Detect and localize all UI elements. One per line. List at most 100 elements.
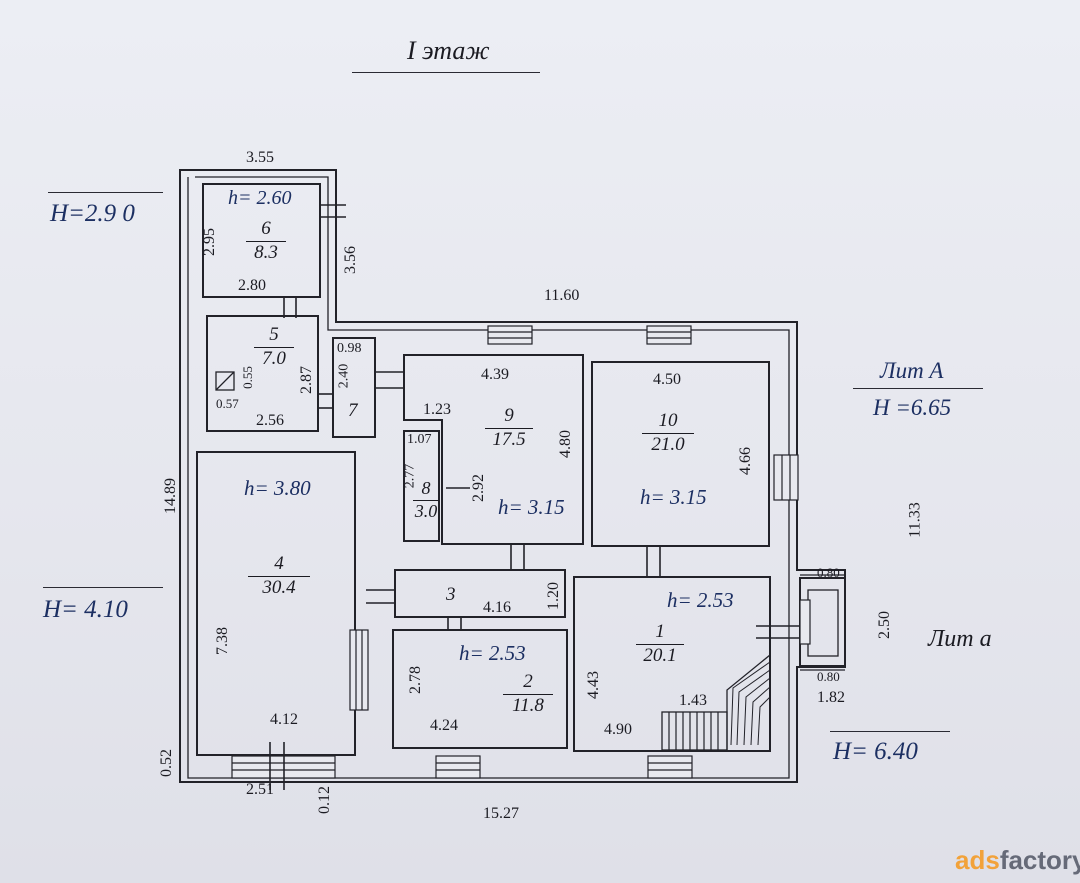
room-6-area: 8.3 (254, 241, 278, 263)
height-top-left: H=2.9 0 (50, 200, 135, 227)
room-4-height: h= 3.80 (244, 476, 311, 500)
dim-11-33: 11.33 (906, 502, 924, 538)
dim-2-92: 2.92 (470, 474, 487, 502)
dim-3-56: 3.56 (342, 246, 359, 274)
room-6-height: h= 2.60 (228, 187, 292, 209)
window-right-4 (349, 629, 369, 711)
dim-0-55: 0.55 (239, 366, 255, 389)
chimney-symbol (215, 371, 235, 391)
room-1-area: 20.1 (643, 644, 677, 666)
room-1-outline (573, 576, 771, 752)
dim-4-66: 4.66 (737, 447, 754, 475)
room-5-number: 5 (254, 324, 294, 348)
inner-wall (187, 176, 790, 779)
dim-2-78: 2.78 (407, 666, 424, 694)
doors (269, 204, 800, 790)
dim-4-12: 4.12 (270, 711, 298, 728)
room-9-area: 17.5 (492, 428, 526, 450)
dim-1-07: 1.07 (407, 432, 432, 447)
room-8-number: 8 (413, 478, 439, 501)
room-5-outline (206, 315, 319, 432)
room-2-number: 2 (503, 671, 553, 695)
floor-title: I этаж (407, 36, 490, 65)
dim-2-50: 2.50 (876, 611, 893, 639)
window-porch-left (799, 599, 811, 645)
watermark-logo: adsfactory (955, 845, 1080, 876)
room-7-outline (332, 337, 376, 438)
dim-4-24: 4.24 (430, 717, 458, 734)
height-bottom-right: H= 6.40 (833, 738, 918, 765)
dim-14-89: 14.89 (162, 478, 179, 514)
room-9-number: 9 (485, 405, 533, 429)
staircase-step-lines (668, 712, 719, 750)
dim-3-55: 3.55 (246, 149, 274, 166)
dim-0-52: 0.52 (158, 749, 175, 777)
liter-a-line (853, 388, 983, 389)
dim-4-90: 4.90 (604, 721, 632, 738)
room-6-number: 6 (246, 218, 286, 242)
dim-1-43: 1.43 (679, 692, 707, 709)
window-right-10 (773, 454, 799, 501)
room-8-outline (403, 430, 440, 542)
room-4-number: 4 (248, 553, 310, 577)
dim-1-82: 1.82 (817, 689, 845, 706)
dim-2-51: 2.51 (246, 781, 274, 798)
watermark-part-2: factory (999, 845, 1080, 875)
room-7-number: 7 (348, 400, 358, 421)
windows (231, 325, 811, 779)
dim-4-50: 4.50 (653, 371, 681, 388)
room-2-height: h= 2.53 (459, 641, 526, 665)
dim-4-80: 4.80 (557, 430, 574, 458)
staircase-winder (726, 654, 771, 750)
window-top-9 (487, 325, 533, 345)
room-4-outline (196, 451, 356, 756)
height-bottom-right-line (830, 731, 950, 732)
room-2-outline (392, 629, 568, 749)
dim-11-60: 11.60 (544, 287, 580, 304)
room-6-outline (202, 183, 321, 298)
dim-0-12: 0.12 (316, 786, 333, 814)
watermark-part-1: ads (955, 845, 1000, 875)
dim-2-77: 2.77 (402, 463, 418, 489)
height-top-left-line (48, 192, 163, 193)
room-3-number: 3 (446, 584, 456, 605)
dim-4-39: 4.39 (481, 366, 509, 383)
dim-2-95: 2.95 (201, 228, 218, 256)
dim-2-87: 2.87 (298, 366, 315, 394)
title-underline (352, 72, 540, 73)
room-1-number: 1 (636, 621, 684, 645)
liter-small-a-label: Лит а (928, 626, 992, 652)
dim-15-27: 15.27 (483, 805, 519, 822)
dim-2-56: 2.56 (256, 412, 284, 429)
staircase (661, 711, 728, 751)
liter-a-label: Лит А (880, 358, 944, 383)
dim-0-80-bottom: 0.80 (817, 669, 840, 684)
dim-0-80-top: 0.80 (817, 565, 840, 580)
dim-2-80: 2.80 (238, 277, 266, 294)
room-10-area: 21.0 (651, 433, 685, 455)
room-8-area: 3.0 (414, 500, 438, 521)
room-10-outline (591, 361, 770, 547)
dim-7-38: 7.38 (214, 627, 231, 655)
room-5-area: 7.0 (262, 347, 286, 369)
dim-1-23: 1.23 (423, 401, 451, 418)
room-10-number: 10 (642, 410, 694, 434)
porch-inner (807, 589, 839, 657)
liter-a-height: H =6.65 (873, 395, 952, 420)
dim-0-57: 0.57 (216, 396, 239, 411)
dim-4-16: 4.16 (483, 599, 511, 616)
room-9-height: h= 3.15 (498, 495, 565, 519)
staircase-steps-curve (730, 661, 771, 746)
height-left-mid: H= 4.10 (43, 596, 128, 623)
room-2-area: 11.8 (512, 694, 544, 716)
dim-1-20: 1.20 (545, 582, 562, 610)
